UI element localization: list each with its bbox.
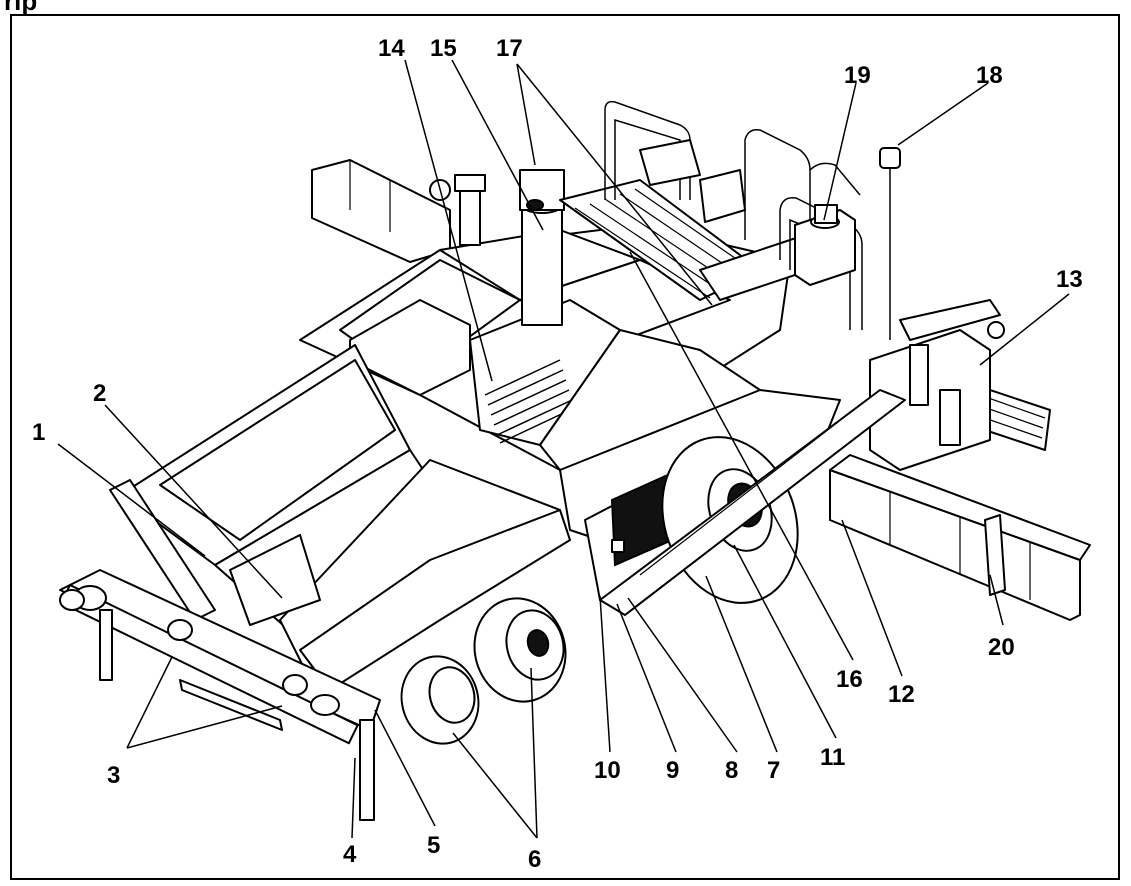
- callout-4: 4: [343, 841, 357, 868]
- callout-2: 2: [93, 380, 106, 407]
- callout-17: 17: [496, 35, 523, 62]
- callout-18: 18: [976, 62, 1003, 89]
- side-frame-rail: [599, 389, 906, 616]
- callout-20: 20: [988, 634, 1015, 661]
- control-console: [639, 139, 856, 286]
- callout-11: 11: [820, 744, 845, 771]
- leader-lines: [57, 59, 1070, 839]
- callout-14: 14: [378, 35, 405, 62]
- page-heading: rip: [4, 0, 38, 16]
- exhaust-stack: [454, 169, 565, 326]
- screed-extension-left: [311, 159, 451, 263]
- figure-frame: [10, 14, 1120, 880]
- callout-9: 9: [666, 757, 679, 784]
- callout-19: 19: [844, 62, 871, 89]
- rear-hydraulics: [869, 299, 1005, 471]
- hopper: [109, 344, 571, 691]
- push-roller-bar: [59, 569, 381, 821]
- callout-12: 12: [888, 681, 915, 708]
- callout-15: 15: [430, 35, 457, 62]
- callout-3: 3: [107, 762, 120, 789]
- screed-extension-right: [829, 454, 1091, 621]
- beacon-light: [879, 147, 901, 340]
- callout-13: 13: [1056, 266, 1083, 293]
- callout-5: 5: [427, 832, 440, 859]
- callout-6: 6: [528, 846, 541, 873]
- front-wheels: [400, 597, 567, 745]
- callout-16: 16: [836, 666, 863, 693]
- callout-labels: 1 2 3 4 5 6 7 8 9 10 11 12 13 14 15 16 1…: [32, 35, 1083, 873]
- callout-1: 1: [32, 419, 45, 446]
- callout-8: 8: [725, 757, 738, 784]
- callout-7: 7: [767, 757, 780, 784]
- callout-10: 10: [594, 757, 621, 784]
